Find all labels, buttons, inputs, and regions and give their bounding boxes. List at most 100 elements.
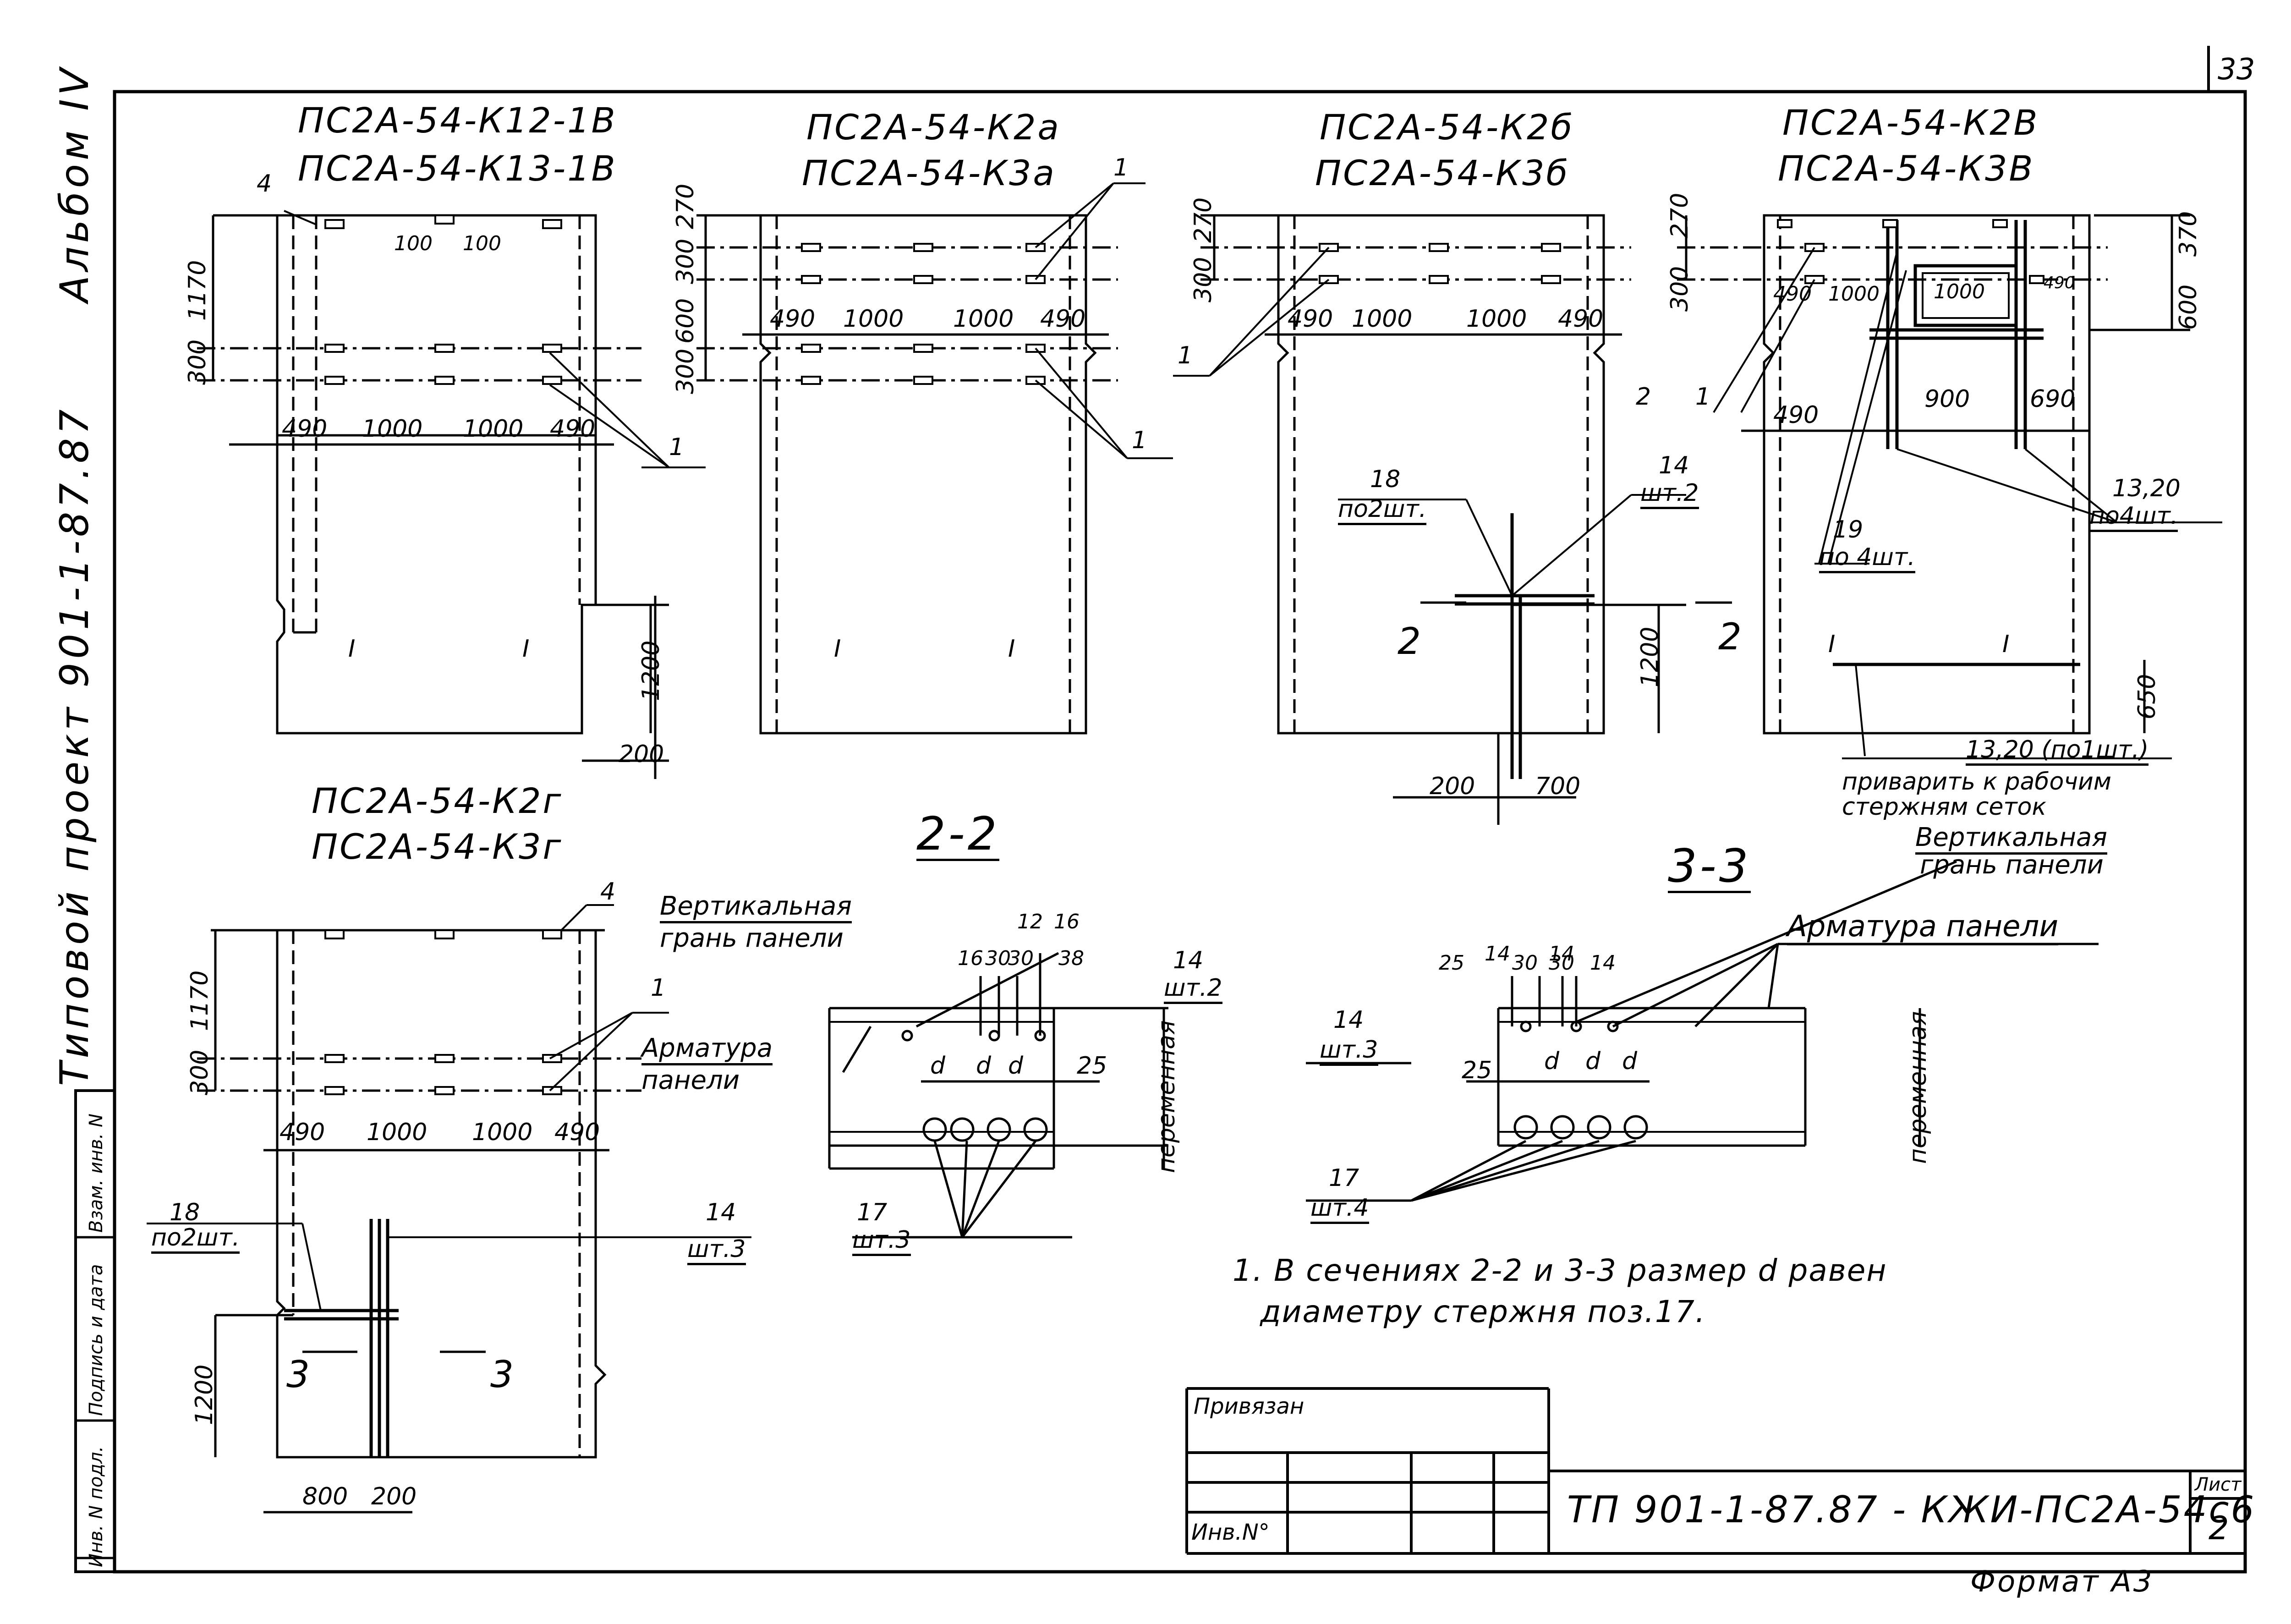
panel-4-callout-1: 1 <box>1695 383 1711 411</box>
panel-3-inserts <box>1319 243 1561 284</box>
panel-3-dim-700: 700 <box>1535 773 1581 800</box>
section-3-3-armatura: Арматура панели <box>1787 912 2059 945</box>
side-stamp-inv: Инв. N подл. <box>86 1446 107 1567</box>
panel-5-inserts <box>324 929 562 1095</box>
title-block-sheet-label: Лист <box>2195 1474 2242 1495</box>
section-2-2-dim-30a: 30 <box>985 947 1011 970</box>
section-2-2-armatura: Арматура <box>641 1036 773 1065</box>
panel-5-callout-1: 1 <box>651 974 666 1002</box>
section-3-3-variable: переменная <box>1904 1011 1932 1164</box>
title-block-bound: Привязан <box>1194 1394 1304 1419</box>
panel-1-mark-b: I <box>522 635 530 663</box>
panel-4-callout-19-count: по 4шт. <box>1819 545 1915 573</box>
title-block-code: ТП 901-1-87.87 - КЖИ-ПС2А-54с6 <box>1567 1488 2256 1531</box>
section-3-3-vert-face: Вертикальная <box>1915 825 2107 855</box>
panel-3-rebar <box>1420 513 1732 779</box>
album-label: Альбом IV <box>52 65 98 302</box>
panel-5-outline <box>197 929 641 1514</box>
section-2-2-armatura-2: панели <box>641 1065 740 1095</box>
panel-4-dim-200: 490 <box>1773 282 1812 306</box>
panel-2-callout-1b: 1 <box>1132 427 1147 454</box>
panel-1-title-2: ПС2А-54-К13-1В <box>298 148 617 189</box>
series-label: Типовой проект 901-1-87.87 <box>52 406 98 1086</box>
panel-2-mark-a: I <box>834 635 841 663</box>
panel-3-title-2: ПС2А-54-К3б <box>1315 153 1570 193</box>
panel-4-dim-270: 270 <box>1666 192 1694 238</box>
section-2-2-vert-face: Вертикальная <box>660 894 852 923</box>
title-block-sheet-no: 2 <box>2209 1509 2229 1547</box>
panel-3-dim-270: 270 <box>1189 197 1217 243</box>
panel-1-callout-1: 1 <box>669 433 685 461</box>
panel-2-dim-490a: 490 <box>770 305 816 333</box>
section-2-2-dim-25: 25 <box>1077 1052 1107 1080</box>
side-stamp-sign: Подпись и дата <box>86 1264 107 1416</box>
section-3-3-callout-14: 14 <box>1333 1006 1364 1034</box>
panel-1-dim-1000a: 1000 <box>362 415 423 443</box>
panel-4-dim-490b: 490 <box>2044 274 2075 292</box>
panel-1-dim-100a: 100 <box>394 232 433 255</box>
panel-4-dim-1000b: 1000 <box>1934 280 1985 303</box>
panel-4-dim-650: 650 <box>2133 674 2161 719</box>
panel-3-section-mark-a: 2 <box>1398 620 1424 663</box>
panel-3-callout-18-count: по2шт. <box>1338 497 1427 525</box>
panel-3-dim-1200: 1200 <box>1636 626 1664 687</box>
panel-1-dim-100b: 100 <box>463 232 501 255</box>
panel-5-section-mark-a: 3 <box>286 1353 312 1396</box>
section-2-2-d-2: d <box>976 1052 992 1080</box>
panel-3-outline <box>1200 214 1686 825</box>
panel-2-title-2: ПС2А-54-К3а <box>802 153 1056 193</box>
section-2-2-title: 2-2 <box>916 807 1000 861</box>
panel-1-dim-300: 300 <box>184 339 211 385</box>
panel-2-dim-300b: 300 <box>672 348 699 394</box>
section-3-3-vert-face-2: грань панели <box>1920 850 2104 880</box>
panel-4-inserts <box>1777 219 2044 284</box>
panel-1-dim-1000b: 1000 <box>463 415 524 443</box>
section-3-3-dim-30a: 30 <box>1512 951 1538 975</box>
panel-5-callout-14: 14 <box>706 1199 736 1226</box>
section-3-3-d-2: d <box>1585 1048 1601 1075</box>
panel-1-inserts <box>324 214 562 385</box>
section-3-3-dim-30b: 30 <box>1549 951 1574 975</box>
panel-2-outline <box>696 214 1118 735</box>
section-3-3-callout-17: 17 <box>1329 1164 1359 1192</box>
section-2-2-dim-12: 12 <box>1017 910 1043 933</box>
section-3-3-dim-14c: 14 <box>1590 951 1616 975</box>
side-stamp-box <box>74 1089 116 1573</box>
panel-3-dim-490b: 490 <box>1558 305 1604 333</box>
section-2-2-drawing <box>828 952 1168 1239</box>
panel-4-mark-a: I <box>1828 631 1836 658</box>
panel-1-title-1: ПС2А-54-К12-1В <box>298 100 617 141</box>
panel-4-callout-1320: 13,20 <box>2112 475 2181 502</box>
panel-1-outline <box>197 214 669 779</box>
panel-3-callout-14-count: шт.2 <box>1640 481 1699 509</box>
panel-5-dim-490b: 490 <box>554 1119 600 1146</box>
panel-5-title-1: ПС2А-54-К2г <box>312 780 563 821</box>
panel-4-mark-b: I <box>2002 631 2010 658</box>
panel-2-mark-b: I <box>1008 635 1015 663</box>
panel-4-dim-1000a: 1000 <box>1828 282 1880 306</box>
panel-4-dim-900: 900 <box>1924 385 1970 413</box>
panel-1-callout-4: 4 <box>257 170 272 198</box>
panel-2-dim-1000a: 1000 <box>843 305 904 333</box>
panel-5-title-2: ПС2А-54-К3г <box>312 826 563 867</box>
section-3-3-dim-25b: 25 <box>1462 1057 1492 1084</box>
section-2-2-dim-16b: 16 <box>1054 910 1080 933</box>
note-line-1: 1. В сечениях 2-2 и 3-3 размер d равен <box>1233 1253 1887 1288</box>
panel-4-callout-1320b: 13,20 (по1шт.) <box>1966 738 2149 766</box>
panel-4-dim-600: 600 <box>2175 284 2202 330</box>
panel-5-dim-1170: 1170 <box>186 970 214 1031</box>
panel-1-dim-1170: 1170 <box>184 260 211 321</box>
panel-3-title-1: ПС2А-54-К2б <box>1320 107 1574 148</box>
section-3-3-title: 3-3 <box>1668 839 1751 893</box>
panel-5-dim-1200: 1200 <box>191 1364 218 1425</box>
section-2-2-callout-14-count: шт.2 <box>1164 976 1222 1004</box>
panel-5-dim-1000a: 1000 <box>367 1119 428 1146</box>
panel-2-dim-1000b: 1000 <box>953 305 1014 333</box>
section-3-3-d-1: d <box>1544 1048 1560 1075</box>
panel-2-dim-300a: 300 <box>672 238 699 284</box>
panel-3-dim-300: 300 <box>1189 257 1217 302</box>
panel-5-callout-4: 4 <box>600 878 616 905</box>
panel-1-dim-490a: 490 <box>282 415 328 443</box>
section-2-2-vert-face-2: грань панели <box>660 923 844 953</box>
panel-4-title-2: ПС2А-54-К3В <box>1778 148 2035 189</box>
